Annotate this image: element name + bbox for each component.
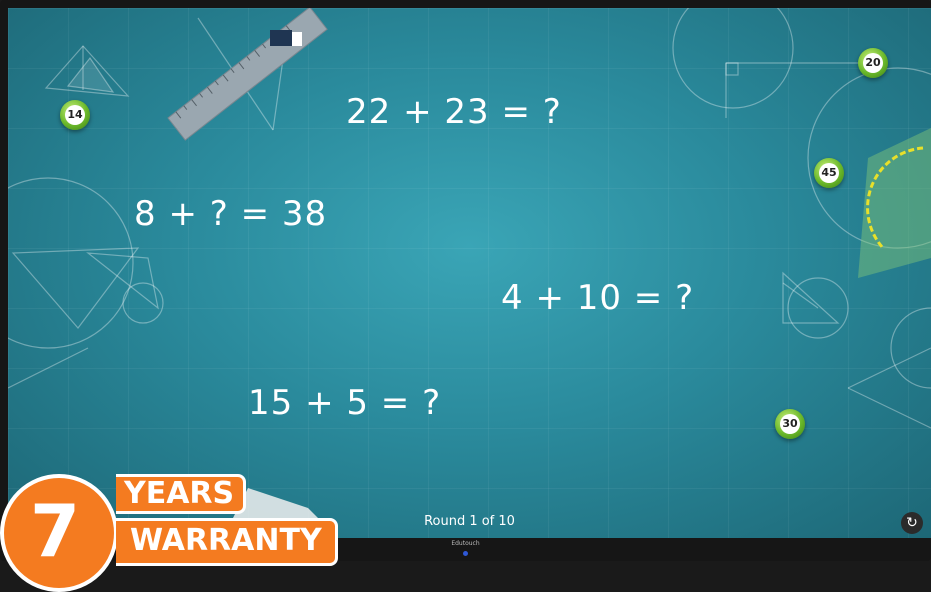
answer-ball-30[interactable]: 30 (775, 409, 805, 439)
answer-ball-label: 14 (65, 105, 85, 125)
game-screen: 22 + 23 = ? 8 + ? = 38 4 + 10 = ? 15 + 5… (8, 8, 931, 538)
warranty-badge: 7 YEARS WARRANTY (0, 456, 340, 592)
answer-ball-20[interactable]: 20 (858, 48, 888, 78)
answer-ball-14[interactable]: 14 (60, 100, 90, 130)
badge-circle: 7 (0, 474, 118, 592)
geometry-decorations (8, 8, 931, 538)
round-indicator: Round 1 of 10 (424, 514, 515, 529)
badge-warranty: WARRANTY (116, 518, 338, 566)
refresh-icon[interactable]: ↻ (901, 512, 923, 534)
equation-2[interactable]: 8 + ? = 38 (134, 194, 328, 234)
badge-number: 7 (30, 489, 81, 573)
monitor-brand-label: Edutouch (451, 540, 480, 547)
answer-ball-45[interactable]: 45 (814, 158, 844, 188)
grid-background (8, 8, 931, 538)
equation-3[interactable]: 4 + 10 = ? (501, 278, 695, 318)
badge-years: YEARS (116, 474, 246, 514)
answer-ball-label: 20 (863, 53, 883, 73)
equation-4[interactable]: 15 + 5 = ? (248, 383, 442, 423)
answer-ball-label: 30 (780, 414, 800, 434)
answer-ball-label: 45 (819, 163, 839, 183)
equation-1[interactable]: 22 + 23 = ? (346, 92, 562, 132)
power-indicator (463, 551, 468, 556)
